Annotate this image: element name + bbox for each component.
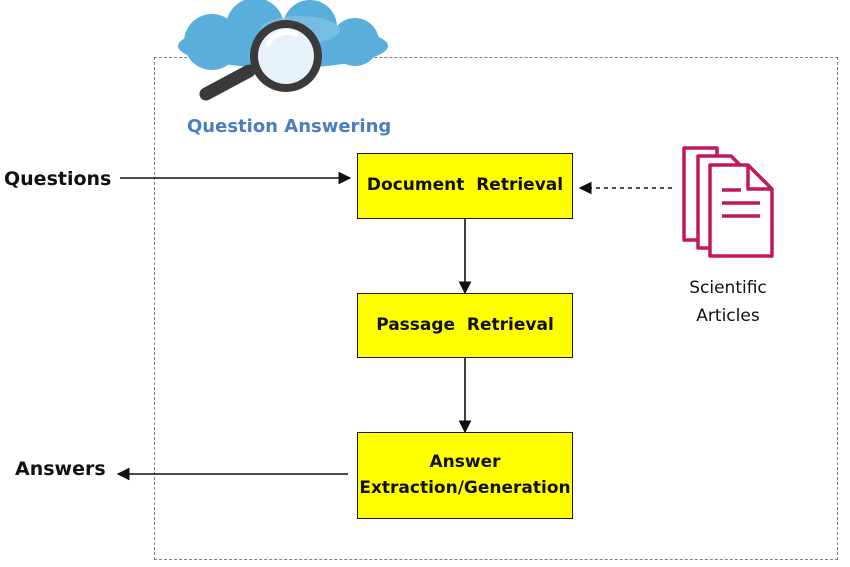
cloud-magnifier-icon xyxy=(178,0,388,101)
documents-icon xyxy=(682,146,774,258)
passage-retrieval-box: Passage Retrieval xyxy=(357,293,573,358)
answer-extraction-label-line1: Answer xyxy=(429,452,501,472)
scientific-articles-line1: Scientific xyxy=(689,278,767,298)
scientific-articles-line2: Articles xyxy=(696,306,760,326)
answer-extraction-label-line2: Extraction/Generation xyxy=(359,477,571,498)
scientific-articles-label: Scientific Articles xyxy=(668,274,788,330)
answer-extraction-box: Answer Extraction/Generation xyxy=(357,432,573,519)
answers-label: Answers xyxy=(15,458,106,480)
document-retrieval-label: Document Retrieval xyxy=(366,175,564,196)
pipeline-frame xyxy=(154,57,838,560)
document-retrieval-box: Document Retrieval xyxy=(357,153,573,219)
diagram-title: Question Answering xyxy=(187,116,392,137)
questions-label: Questions xyxy=(4,168,112,190)
passage-retrieval-label: Passage Retrieval xyxy=(376,314,554,335)
